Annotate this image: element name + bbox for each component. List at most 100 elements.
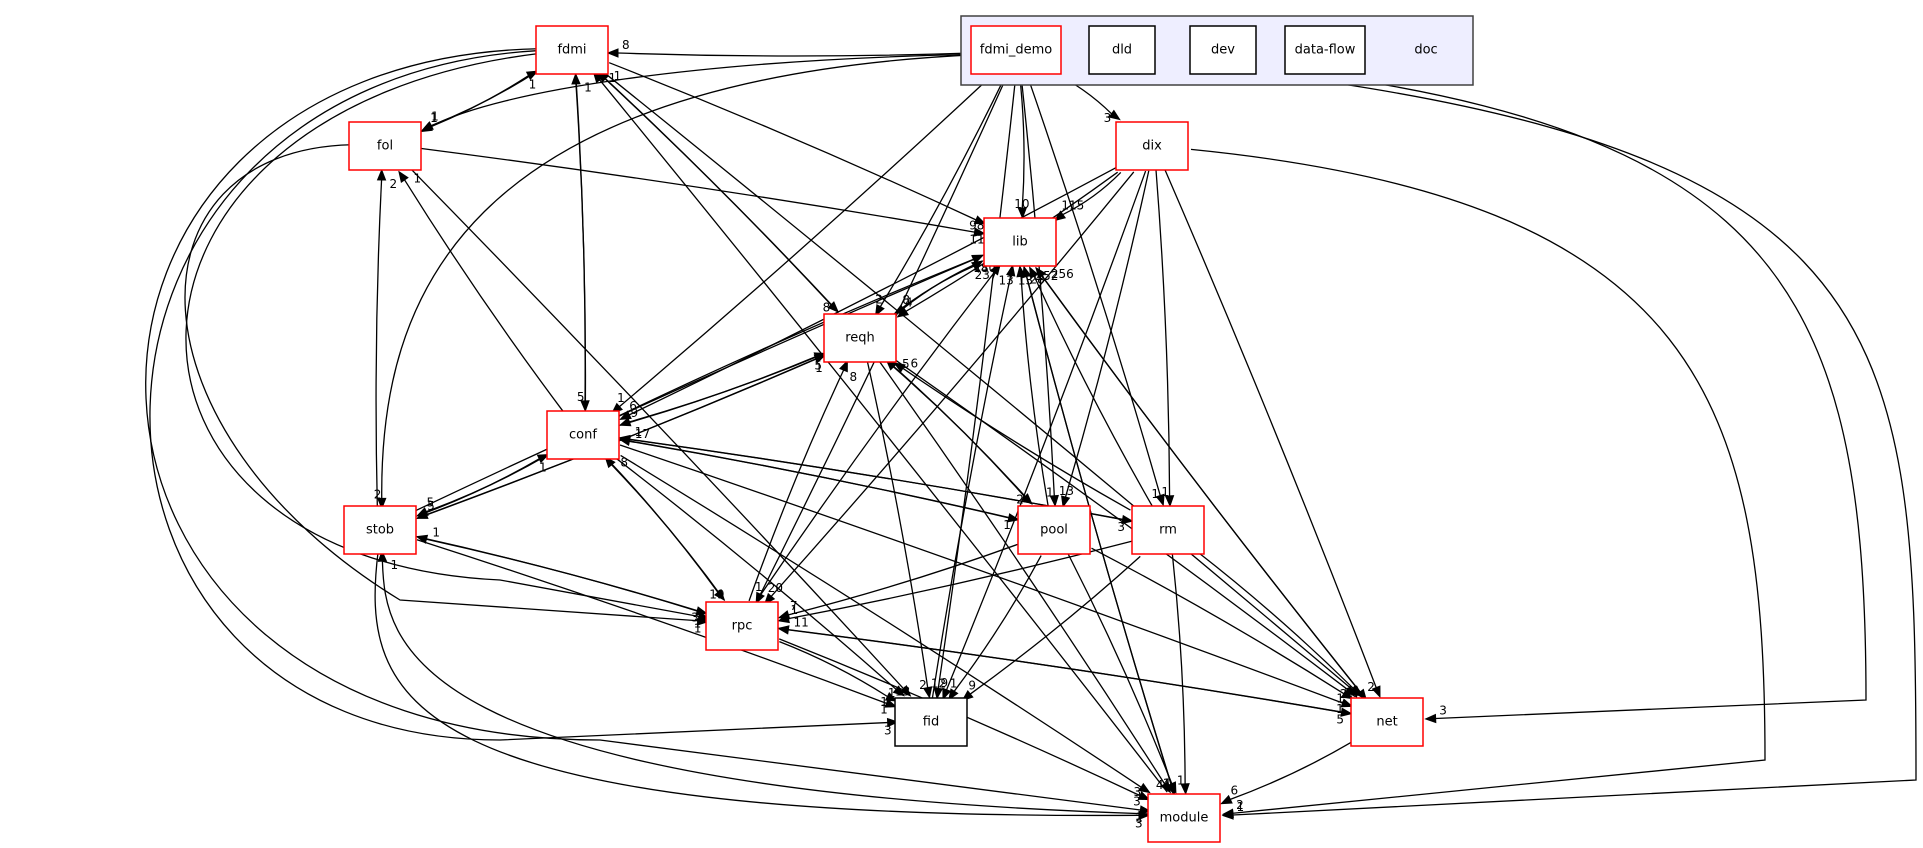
edge-fdmi-to-reqh[interactable]: 8 — [597, 71, 840, 315]
edge-conf-to-stob[interactable]: 5 — [416, 454, 549, 517]
edge-rm-to-module[interactable]: 1 — [1171, 553, 1190, 796]
edge-fol-to-fdmi[interactable]: 1 — [422, 70, 539, 131]
edge-fdmi_demo-to-reqh[interactable]: 2 — [874, 75, 1007, 317]
edge-label[interactable]: 5 — [1336, 713, 1344, 727]
edge-label[interactable]: 8 — [622, 38, 630, 52]
edge-dix-to-pool[interactable]: 13 — [1059, 170, 1150, 509]
node-rpc[interactable]: rpc — [705, 601, 779, 651]
edge-label[interactable]: 1 — [1151, 487, 1159, 501]
edge-rpc-to-lib[interactable]: 13 — [756, 263, 1014, 601]
edge-label[interactable]: 1 — [1161, 485, 1169, 499]
edge-conf-to-pool[interactable]: 1 — [619, 438, 1020, 532]
node-module[interactable]: module — [1147, 793, 1221, 843]
edge-label[interactable]: 1 — [432, 526, 440, 540]
edge-rpc-to-stob[interactable]: 1 — [415, 526, 707, 615]
edge-label[interactable]: 3 — [1104, 111, 1112, 125]
edge-label[interactable]: 5 — [427, 499, 435, 513]
edge-label[interactable]: 9 — [968, 678, 976, 692]
edge-label[interactable]: 3 — [884, 724, 892, 738]
edge-label[interactable]: 8 — [902, 293, 910, 307]
edge-fol-to-rpc[interactable]: 1 — [184, 144, 710, 636]
edge-label[interactable]: 7 — [790, 599, 798, 613]
edge-fdmi_demo-to-fdmi[interactable]: 8 — [606, 38, 972, 58]
edge-stob-to-conf[interactable]: 1 — [417, 453, 550, 517]
edge-label[interactable]: 8 — [849, 370, 857, 384]
edge-fol-to-lib[interactable]: 11 — [421, 147, 986, 246]
node-conf[interactable]: conf — [546, 410, 620, 460]
edge-conf-to-net[interactable]: 1 — [619, 444, 1354, 716]
edge-rm-to-fid[interactable]: 9 — [961, 555, 1141, 702]
edge-rm-to-lib[interactable]: 52 — [1029, 266, 1154, 508]
edge-label[interactable]: 256 — [1051, 267, 1074, 281]
edge-fdmi-to-net[interactable]: 30 — [602, 71, 1361, 700]
edge-dix-to-module[interactable]: 2 — [1190, 148, 1766, 818]
edge-label[interactable]: 1 — [1003, 518, 1011, 532]
node-rm[interactable]: rm — [1131, 505, 1205, 555]
edge-label[interactable]: 1 — [880, 695, 888, 709]
edge-label[interactable]: 1 — [791, 603, 799, 617]
edge-fid-to-lib[interactable]: 13 — [931, 264, 1034, 698]
edge-fdmi_demo-to-stob[interactable]: 2 — [374, 54, 973, 510]
edge-label[interactable]: 6 — [629, 399, 637, 413]
edge-fdmi_demo-to-module[interactable]: 1 — [1063, 52, 1917, 820]
edge-label[interactable]: 1 — [1046, 485, 1054, 499]
node-fid[interactable]: fid — [894, 697, 968, 747]
edge-label[interactable]: 1 — [608, 71, 616, 85]
edge-label[interactable]: 9 — [941, 676, 949, 690]
edge-fdmi_demo-to-lib[interactable]: 10 — [1014, 73, 1029, 220]
edge-dix-to-lib[interactable]: 115 — [1053, 171, 1122, 222]
edge-fdmi_demo-to-rm[interactable]: 1 — [1025, 72, 1165, 507]
edge-label[interactable]: 1 — [529, 78, 537, 92]
edge-label[interactable]: 1 — [1163, 777, 1171, 791]
node-fdmi_demo[interactable]: fdmi_demo — [970, 25, 1062, 75]
edge-label[interactable]: 5 — [427, 496, 435, 510]
edge-rpc-to-fid[interactable]: 1 — [779, 641, 898, 709]
edge-pool-to-module[interactable]: 4 — [1066, 552, 1177, 794]
edge-label[interactable]: 1 — [694, 617, 702, 631]
edge-label[interactable]: 1 — [1336, 702, 1344, 716]
edge-label[interactable]: 1 — [413, 172, 421, 186]
edge-fdmi-to-fid[interactable]: 3 — [149, 49, 899, 741]
edge-label[interactable]: 1 — [880, 703, 888, 717]
edge-label[interactable]: 3 — [691, 611, 699, 625]
edge-dix-to-fid[interactable]: 9 — [941, 170, 1147, 701]
edge-label[interactable]: 3 — [1133, 794, 1141, 808]
edge-reqh-to-conf[interactable]: 9 — [618, 352, 826, 427]
edge-label[interactable]: 2 — [390, 177, 398, 191]
edge-label[interactable]: 11 — [793, 616, 808, 630]
node-fdmi[interactable]: fdmi — [535, 25, 609, 75]
edge-label[interactable]: 1 — [1177, 773, 1185, 787]
edge-conf-to-fol[interactable]: 1 — [398, 170, 565, 414]
edge-stob-to-fol[interactable]: 2 — [375, 168, 398, 506]
edge-label[interactable]: 1 — [1336, 692, 1344, 706]
edge-label[interactable]: 1 — [614, 69, 622, 83]
edge-label[interactable]: 1 — [431, 110, 439, 124]
edge-label[interactable]: 10 — [1014, 197, 1029, 211]
node-data-flow[interactable]: data-flow — [1284, 25, 1366, 75]
node-dix[interactable]: dix — [1115, 121, 1189, 171]
edge-label[interactable]: 1 — [539, 461, 547, 475]
edge-lib-to-module[interactable]: 1 — [1023, 266, 1176, 797]
edge-dix-to-rm[interactable]: 1 — [1155, 169, 1175, 508]
edge-rpc-to-net[interactable]: 5 — [778, 627, 1353, 727]
edge-fdmi-to-conf[interactable]: 5 — [575, 73, 590, 413]
edge-label[interactable]: 20 — [768, 581, 783, 595]
edge-label[interactable]: 13 — [1059, 484, 1074, 498]
edge-label[interactable]: 3 — [1439, 703, 1447, 717]
edge-label[interactable]: 5 — [902, 357, 910, 371]
edge-pool-to-fid[interactable]: 1 — [948, 555, 1042, 701]
edge-label[interactable]: 52 — [1043, 269, 1058, 283]
edge-dix-to-net[interactable]: 2 — [1163, 168, 1381, 699]
edge-stob-to-fid[interactable]: 1 — [416, 539, 898, 717]
edge-label[interactable]: 1 — [888, 686, 896, 700]
edge-pool-to-conf[interactable]: 17 — [618, 427, 1019, 521]
edge-label[interactable]: 3 — [1134, 785, 1142, 799]
edge-rm-to-reqh[interactable]: 6 — [893, 357, 1131, 511]
edge-label[interactable]: 4 — [1035, 271, 1043, 285]
edge-reqh-to-net[interactable]: 2 — [894, 359, 1357, 701]
edge-label[interactable]: 6 — [1231, 783, 1239, 797]
edge-label[interactable]: 19 — [709, 587, 724, 601]
edge-module-to-fdmi[interactable]: 1 — [592, 71, 1168, 793]
node-net[interactable]: net — [1350, 697, 1424, 747]
edge-label[interactable]: 30 — [1344, 686, 1359, 700]
